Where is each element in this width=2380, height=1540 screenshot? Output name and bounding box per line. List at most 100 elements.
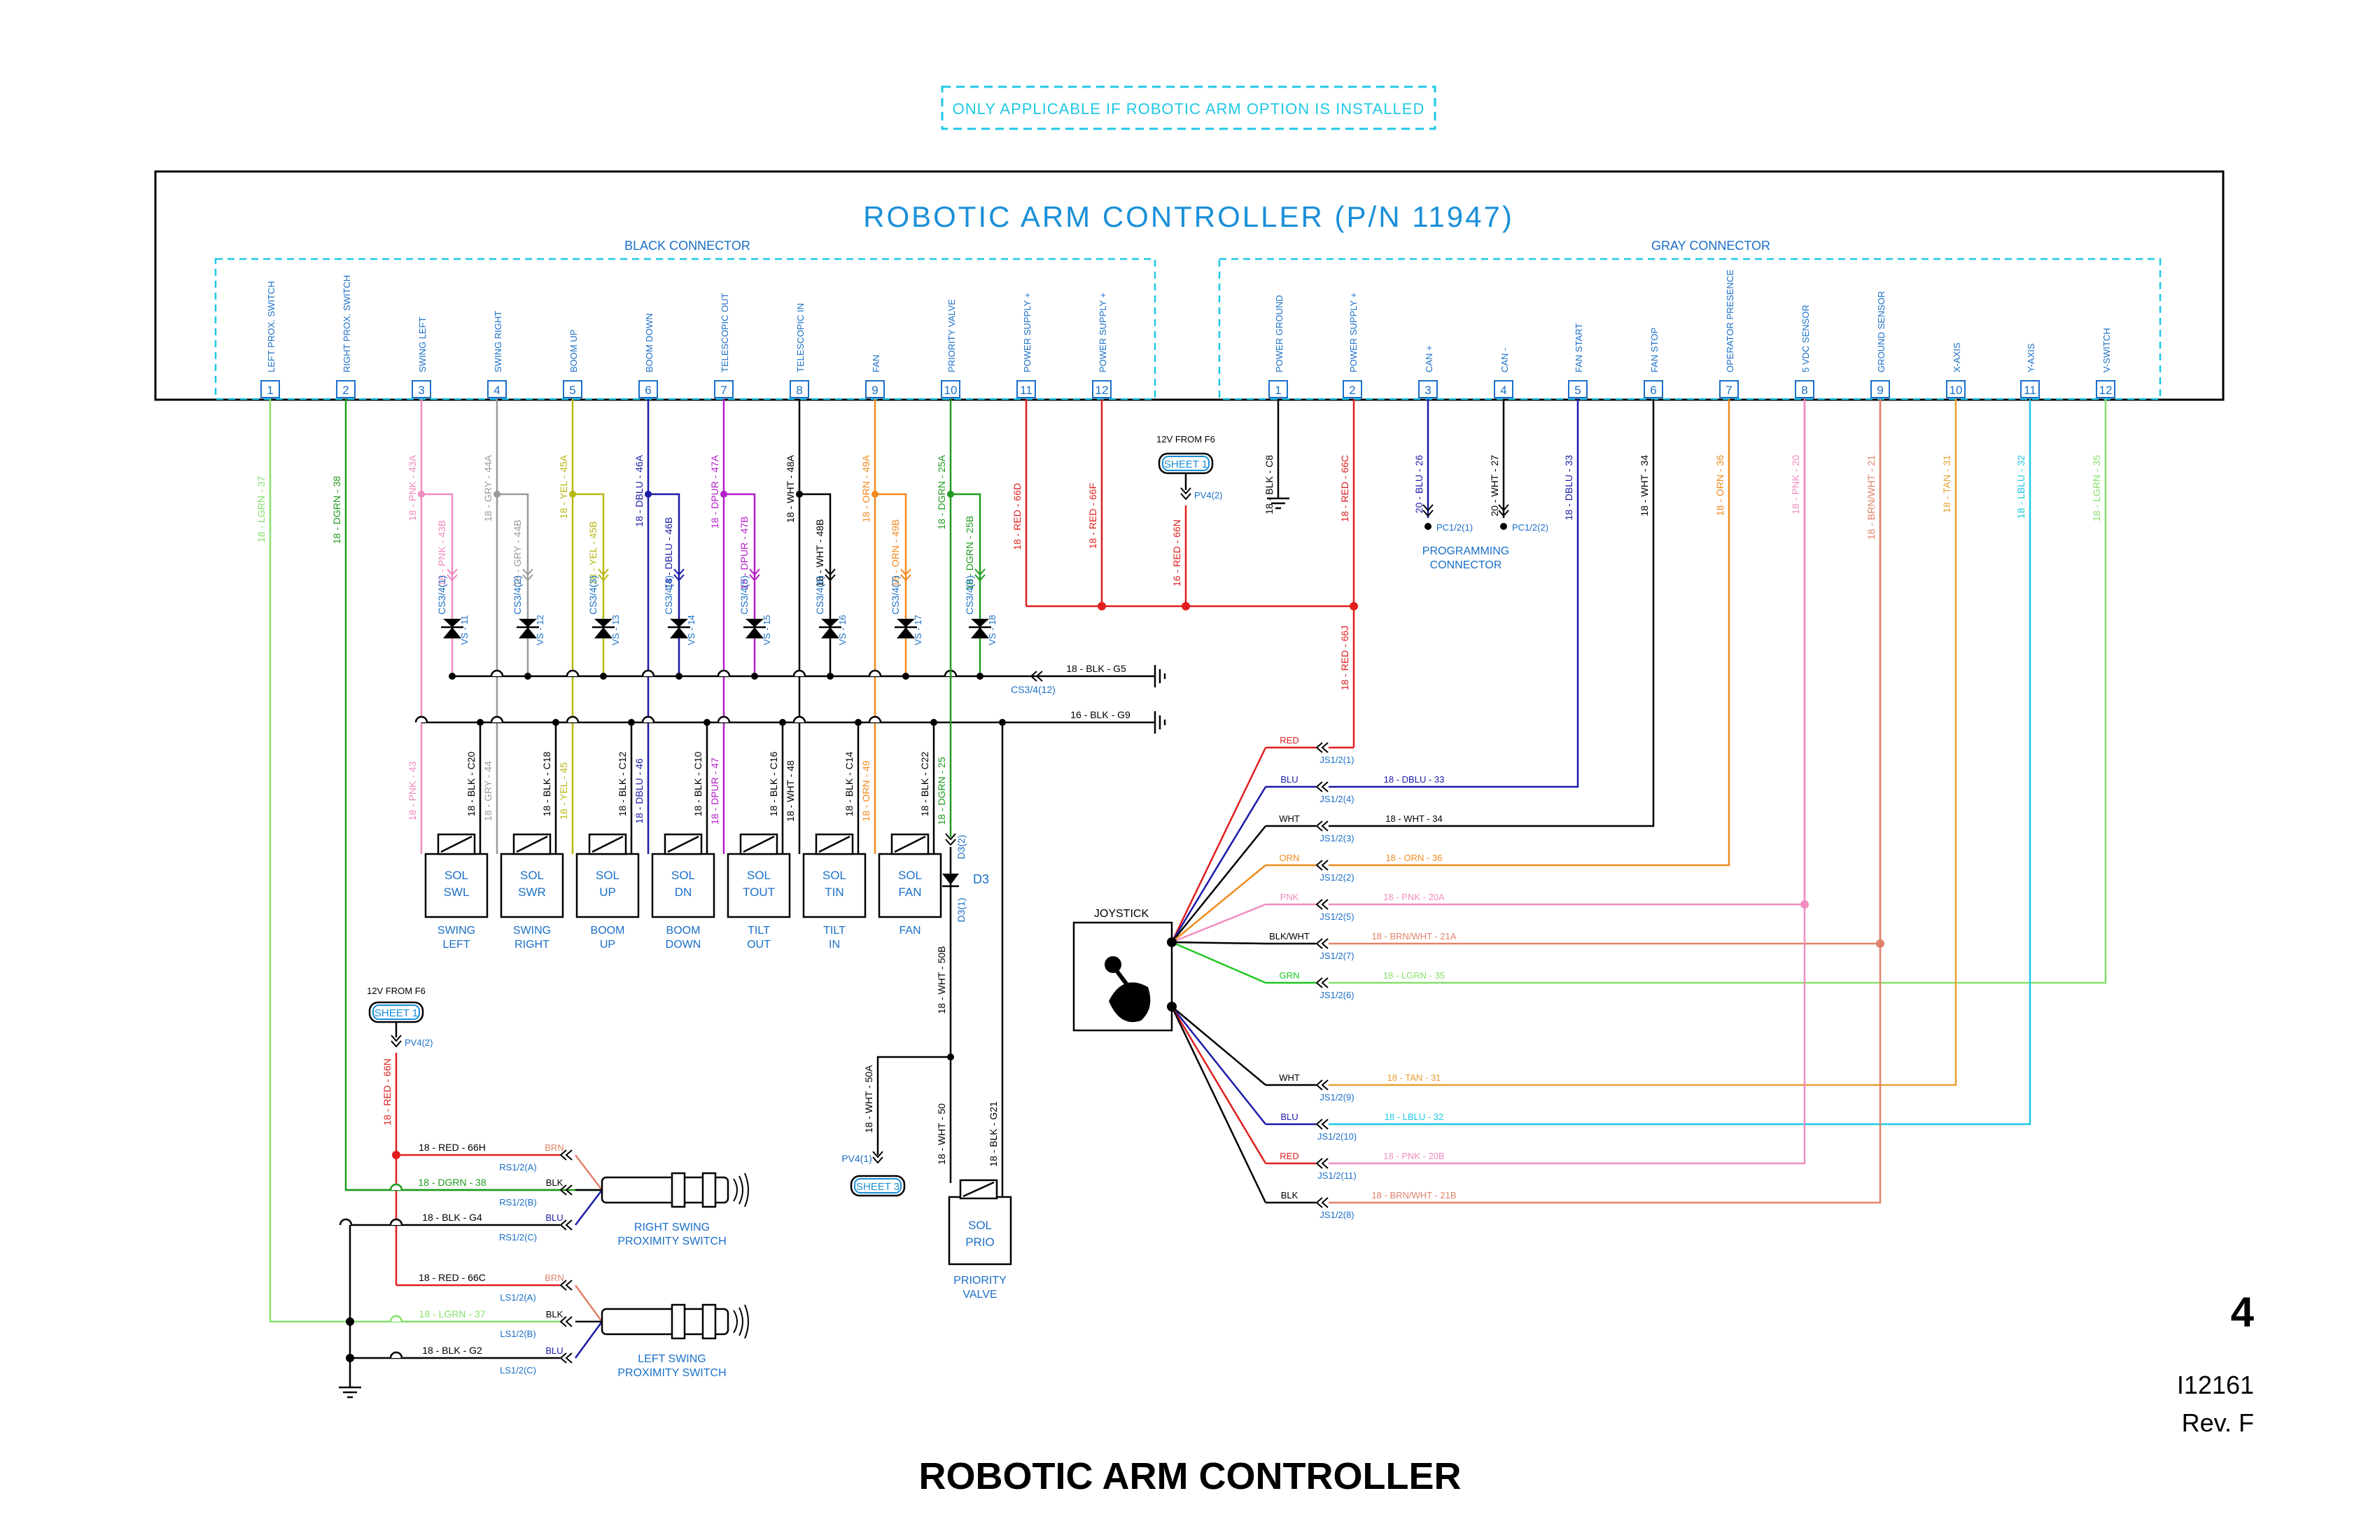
wire-crossing [868, 715, 882, 723]
junction-dot [999, 719, 1006, 726]
wire-crossing [868, 669, 882, 677]
connector-chevron [825, 568, 836, 582]
pin-name: POWER SUPPLY + [1022, 293, 1032, 372]
junction-dot [1424, 523, 1432, 530]
wire-label: 18 - BLK - C22 [919, 751, 930, 816]
junction-dot [552, 719, 559, 726]
wire-label: 18 - RED - 66J [1339, 626, 1350, 691]
wire-label: 18 - GRY - 44A [482, 454, 493, 522]
junction-dot [346, 1317, 354, 1326]
wire-label: 18 - PNK - 20A [1383, 892, 1445, 902]
junction-dot [645, 491, 652, 498]
pin-name: SWING RIGHT [493, 311, 503, 372]
wire-label: 18 - PNK - 43A [407, 454, 418, 521]
joystick-wire-tag: ORN [1280, 853, 1300, 863]
connector-chevron [391, 1035, 402, 1048]
diode-label: VS - 15 [762, 615, 772, 645]
joystick-wire-tag: BLU [1280, 774, 1298, 785]
wire-label: 18 - DGRN - 25B [964, 516, 975, 591]
prox-label: PROXIMITY SWITCH [617, 1236, 726, 1247]
proximity-signal-icon [738, 1307, 743, 1336]
wire-label: 18 - BLK - C12 [617, 751, 628, 816]
wire-label: 18 - DBLU - 46 [634, 758, 645, 824]
connector-label: CS3/4(2) [512, 575, 523, 615]
joystick-wire-tag: PNK [1280, 892, 1299, 902]
document-id: I12161 [2176, 1371, 2254, 1399]
sheet-reference-inner [854, 1178, 902, 1194]
connector-label: JS1/2(10) [1317, 1131, 1357, 1142]
joystick-wire-tag: WHT [1279, 813, 1300, 824]
pin-number: 10 [944, 384, 958, 397]
wire-crossing [490, 669, 504, 677]
wire-crossing [792, 669, 806, 677]
connector-pin [2096, 380, 2115, 398]
connector-pin [260, 380, 280, 398]
wire-label: 18 - GRY - 44 [482, 761, 493, 821]
black-connector-label: BLACK CONNECTOR [624, 239, 750, 253]
proximity-signal-icon [733, 1178, 738, 1202]
diode-label: VS - 12 [535, 615, 545, 645]
option-note: ONLY APPLICABLE IF ROBOTIC ARM OPTION IS… [953, 100, 1425, 118]
connector-chevron [900, 568, 911, 582]
wire-label: 18 - YEL - 45B [587, 521, 598, 584]
solenoid-coil [667, 835, 699, 853]
wire [1170, 1006, 1267, 1164]
connector-label: CS3/4(8) [964, 575, 975, 615]
solenoid-caption: UP [600, 939, 615, 951]
wire-crossing [389, 1315, 403, 1322]
solenoid-name: UP [599, 886, 616, 899]
wire-label: 18 - BLK - C10 [692, 751, 704, 816]
solenoid-name: FAN [898, 886, 921, 899]
joystick-icon [1105, 956, 1121, 973]
wire-crossing [339, 1218, 353, 1226]
wire-label: 18 - LGRN - 37 [419, 1308, 486, 1320]
connector-label: D3(2) [955, 834, 967, 859]
diode-label: VS - 16 [837, 615, 848, 645]
sheet-reference [368, 1001, 424, 1023]
solenoid-coil [592, 835, 624, 853]
junction-dot [1167, 937, 1177, 947]
proximity-signal-icon [738, 1175, 743, 1205]
pin-name: POWER SUPPLY + [1348, 293, 1359, 372]
connector-label: LS1/2(A) [500, 1292, 536, 1303]
pin-number: 7 [1726, 384, 1732, 397]
connector-label: JS1/2(9) [1320, 1092, 1354, 1102]
page-title: ROBOTIC ARM CONTROLLER [918, 1455, 1462, 1497]
wire-label: 18 - BLK - C18 [541, 751, 552, 816]
wire-label: 18 - BLK - G2 [422, 1345, 482, 1356]
connector-chevron [1422, 504, 1434, 517]
wire [875, 493, 907, 676]
junction-dot [346, 1354, 354, 1362]
wire [1329, 399, 2107, 984]
wire-label: 18 - BRN/WHT - 21A [1371, 931, 1456, 941]
wire [497, 493, 529, 676]
wire-label: 18 - BLK - G21 [988, 1101, 999, 1167]
wire [421, 493, 454, 676]
connector-pin [638, 380, 658, 398]
pin-number: 11 [2024, 384, 2036, 397]
joystick-wire-tag: BLU [1280, 1112, 1298, 1122]
junction-dot [569, 491, 576, 498]
diode-icon [971, 627, 989, 638]
wire [1329, 399, 1957, 1086]
wire-label: 18 - YEL - 45A [558, 454, 569, 519]
wire-label: 18 - PNK - 43B [436, 520, 447, 586]
joystick-wire-tag: BLK [1281, 1190, 1298, 1200]
wire [1329, 399, 1882, 1204]
connector-chevron [1315, 938, 1329, 949]
proximity-switch [671, 1303, 686, 1340]
connector-pin [412, 380, 431, 398]
connector-label: CS3/4(7) [890, 575, 901, 615]
proximity-signal-icon [744, 1172, 749, 1208]
controller-title: ROBOTIC ARM CONTROLLER (P/N 11947) [863, 200, 1514, 233]
wire-label: 18 - RED - 66C [419, 1272, 486, 1283]
wire-label: 18 - ORN - 49B [890, 519, 901, 587]
wire-tag: BRN [545, 1273, 564, 1283]
solenoid-name: TIN [825, 886, 844, 899]
wire-label: 18 - BRN/WHT - 21B [1371, 1190, 1456, 1200]
wire-label: 18 - BLK - C20 [465, 751, 477, 816]
sheet-reference-inner [1162, 456, 1210, 471]
connector-pin [1343, 380, 1362, 398]
option-note-box [941, 85, 1436, 130]
pin-name: POWER SUPPLY + [1098, 293, 1108, 372]
